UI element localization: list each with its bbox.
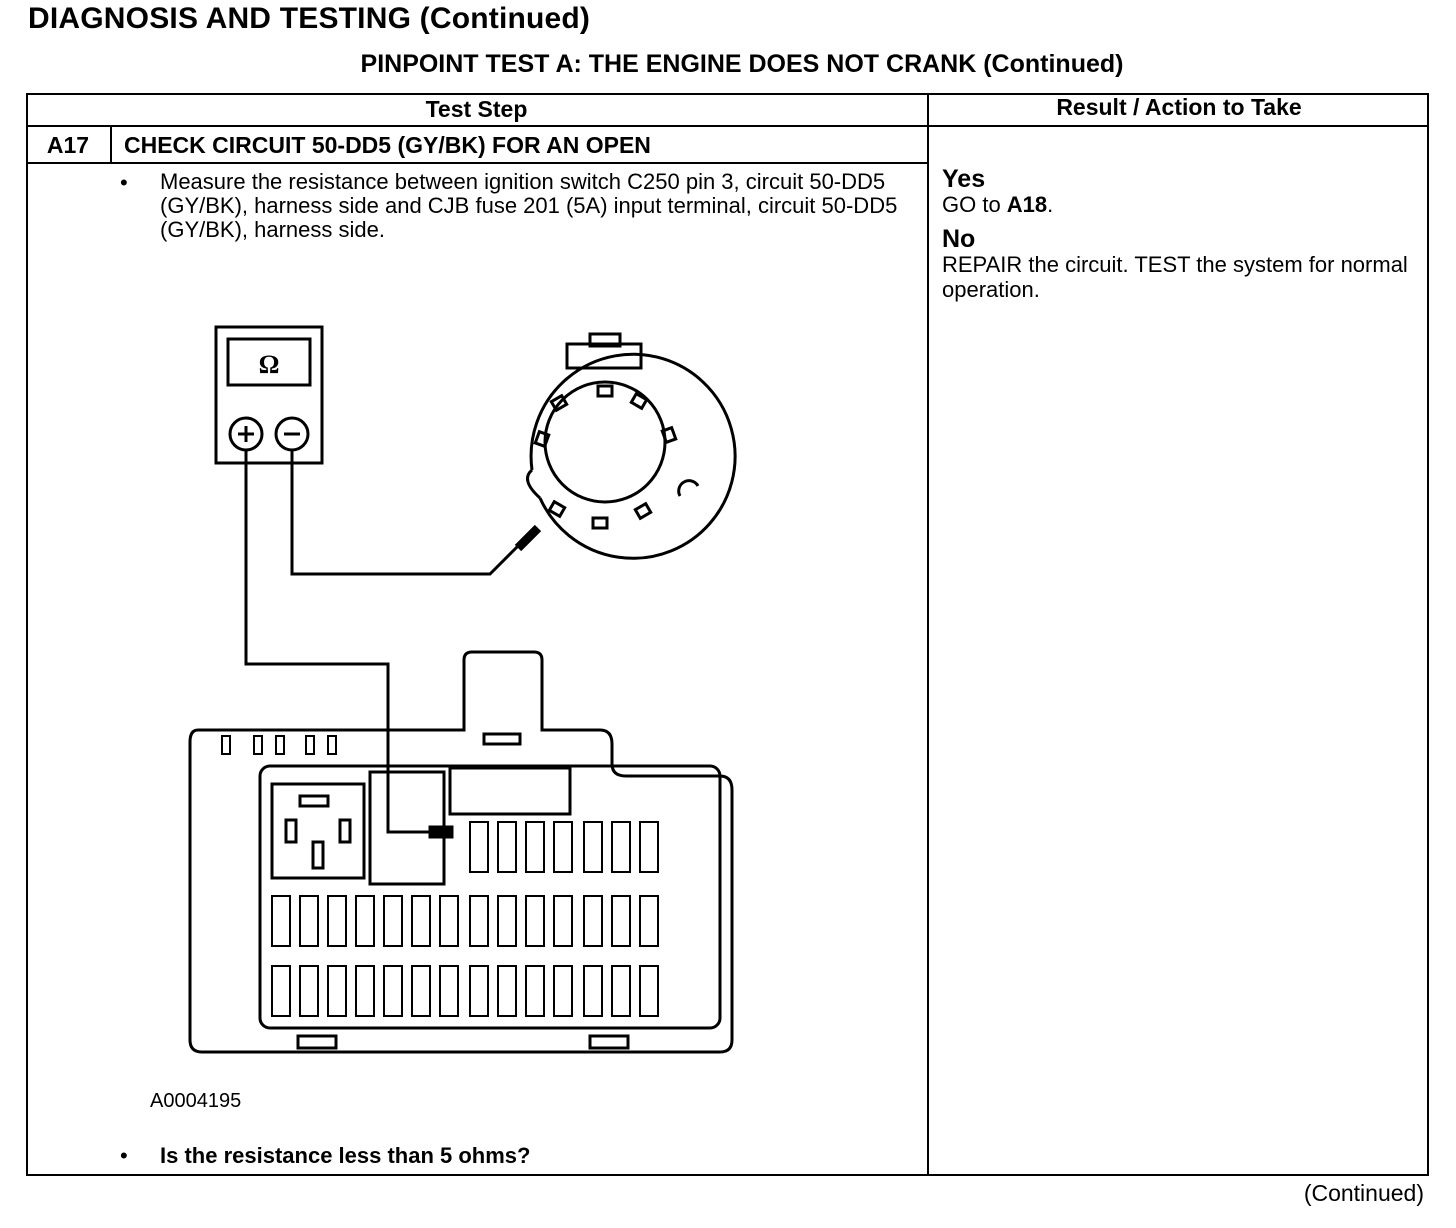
fuse-row-top — [469, 821, 659, 873]
yes-action: GO to A18. — [942, 192, 1053, 217]
step-id-divider — [110, 127, 112, 163]
figure-id: A0004195 — [150, 1090, 242, 1112]
bullet-marker: • — [120, 170, 128, 195]
yes-action-suffix: . — [1047, 192, 1054, 217]
column-header-test-step: Test Step — [425, 96, 528, 122]
negative-probe — [514, 524, 542, 552]
no-label: No — [942, 225, 976, 253]
question-bullet: • — [120, 1143, 128, 1168]
no-action: REPAIR the circuit. TEST the system for … — [942, 252, 1408, 302]
result-no: No REPAIR the circuit. TEST the system f… — [942, 225, 1412, 303]
test-title: PINPOINT TEST A: THE ENGINE DOES NOT CRA… — [360, 50, 1124, 78]
negative-lead — [290, 450, 526, 576]
column-divider — [927, 93, 929, 1176]
step-title: CHECK CIRCUIT 50-DD5 (GY/BK) FOR AN OPEN — [124, 132, 651, 158]
fuse-row-bottom — [271, 965, 659, 1017]
step-id: A17 — [46, 132, 90, 158]
yes-label: Yes — [942, 165, 986, 193]
ignition-switch-connector-icon — [526, 332, 737, 560]
continued-label: (Continued) — [1303, 1180, 1424, 1206]
yes-target-link[interactable]: A18 — [1006, 192, 1048, 217]
multimeter-icon: Ω — [214, 325, 324, 465]
test-table — [26, 93, 1429, 1176]
positive-lead — [244, 450, 430, 834]
ohm-symbol: Ω — [259, 350, 280, 379]
header-rule — [26, 125, 1429, 127]
step-question: Is the resistance less than 5 ohms? — [160, 1143, 531, 1168]
page-header: DIAGNOSIS AND TESTING (Continued) — [28, 2, 591, 35]
fuse-row-middle — [271, 895, 659, 947]
step-instruction: Measure the resistance between ignition … — [160, 169, 898, 242]
step-rule — [26, 162, 928, 164]
positive-probe — [428, 825, 454, 839]
fuse-box-icon — [188, 650, 734, 1054]
test-diagram: Ω — [188, 325, 737, 1054]
yes-action-text: GO to — [942, 192, 1007, 217]
result-yes: Yes GO to A18. — [942, 165, 1053, 218]
column-header-result: Result / Action to Take — [1056, 94, 1302, 120]
